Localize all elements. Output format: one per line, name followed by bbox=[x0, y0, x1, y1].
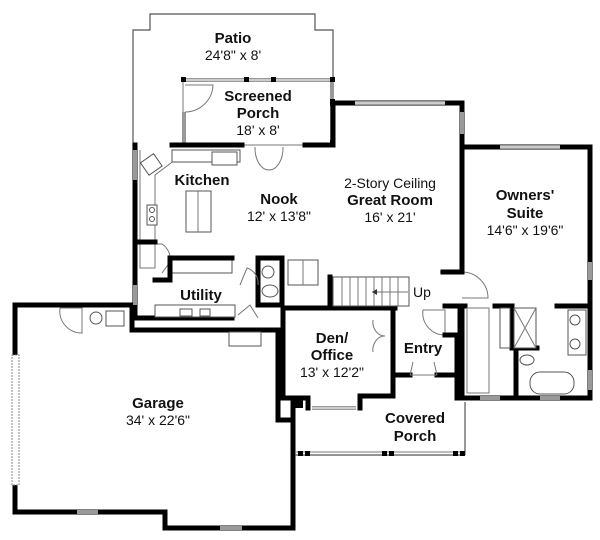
powder-toilet bbox=[261, 284, 279, 298]
entry-label: Entry bbox=[404, 340, 443, 357]
stair-arrow-icon bbox=[372, 289, 377, 295]
garage-door bbox=[11, 354, 20, 486]
screened-porch-label-1: Screened bbox=[224, 88, 292, 105]
bath-toilet bbox=[519, 354, 535, 366]
den-office-dims: 13' x 12'2" bbox=[300, 364, 364, 380]
cooktop bbox=[146, 204, 158, 226]
covered-porch-area bbox=[293, 398, 466, 456]
porch-door-swing bbox=[184, 84, 214, 113]
screened-porch-dims: 18' x 8' bbox=[236, 122, 279, 138]
patio-dims: 24'8" x 8' bbox=[205, 47, 261, 63]
walk-in-closet bbox=[466, 307, 490, 394]
garage-dims: 34' x 22'6" bbox=[126, 412, 190, 428]
den-office-label-2: Office bbox=[311, 347, 354, 364]
utility-label: Utility bbox=[180, 287, 222, 304]
room-labels: Patio 24'8" x 8' Screened Porch 18' x 8'… bbox=[126, 30, 563, 445]
covered-porch-label-1: Covered bbox=[385, 410, 445, 427]
great-room-note: 2-Story Ceiling bbox=[344, 175, 436, 191]
owners-suite-dims: 14'6" x 19'6" bbox=[487, 222, 564, 238]
patio-label: Patio bbox=[215, 30, 252, 47]
pantry-door bbox=[148, 243, 171, 274]
kitchen-sink bbox=[139, 152, 163, 176]
kitchen-label: Kitchen bbox=[174, 172, 229, 189]
water-heater bbox=[89, 311, 103, 325]
stairs: Up bbox=[327, 274, 431, 311]
windows bbox=[11, 101, 592, 530]
utility-fixtures bbox=[154, 255, 319, 319]
great-room-label: Great Room bbox=[347, 192, 433, 209]
nook-label: Nook bbox=[260, 191, 298, 208]
bathtub bbox=[529, 371, 575, 395]
screened-porch-label-2: Porch bbox=[237, 105, 280, 122]
garage-label: Garage bbox=[132, 395, 184, 412]
owners-bath bbox=[452, 303, 593, 401]
kitchen-fixtures bbox=[137, 149, 241, 283]
owners-suite-label-1: Owners' bbox=[496, 187, 555, 204]
owners-suite-label-2: Suite bbox=[507, 205, 544, 222]
nook-dims: 12' x 13'8" bbox=[247, 208, 311, 224]
covered-porch-label-2: Porch bbox=[394, 428, 437, 445]
den-office-label-1: Den/ bbox=[316, 330, 349, 347]
garage-fixtures bbox=[59, 307, 262, 347]
stairs-label: Up bbox=[413, 284, 431, 300]
great-room-dims: 16' x 21' bbox=[364, 209, 415, 225]
patio-area bbox=[132, 13, 334, 150]
powder-sink bbox=[261, 265, 275, 279]
